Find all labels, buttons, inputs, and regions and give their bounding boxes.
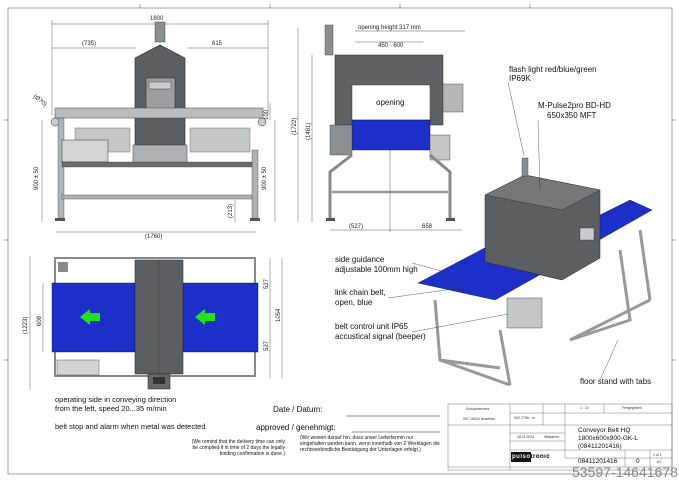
label-detector-size: 650x350 MFT	[547, 111, 597, 120]
dim-height-left: 900 ± 50	[34, 166, 40, 190]
date-label: Date / Datum:	[273, 405, 323, 414]
watermark: 53597-14641678	[572, 464, 678, 480]
title-block-grid	[447, 403, 673, 471]
note-belt-stop: belt stop and alarm when metal was detec…	[55, 422, 206, 431]
pulsotronic-logo: pulsotronic	[512, 454, 551, 460]
label-flash-ip: IP69K	[509, 74, 531, 83]
label-floor-stand: floor stand with tabs	[580, 377, 652, 386]
dim-total-width: (1223)	[23, 316, 29, 334]
dim-belt-width: 608	[37, 315, 43, 326]
opening-label: opening	[376, 98, 405, 107]
note-operating-side: operating side in conveying direction	[55, 395, 177, 404]
dim-frame-width: 1054	[276, 308, 282, 322]
dim-left-offset: (735)	[82, 41, 97, 47]
belt-right	[182, 282, 259, 353]
sheet-frame	[4, 4, 676, 475]
protection-value: ISO 16016 beachten	[463, 417, 496, 421]
protection-label: Schutzvermerk	[466, 407, 490, 411]
dim-crossbar-height: (213)	[228, 203, 234, 218]
direction-arrow-icon	[80, 309, 100, 325]
label-acoustic-signal: accustical signal (beeper)	[335, 332, 426, 341]
tolerance-value: ISO 2768 - m	[514, 416, 535, 420]
note-reminder-en: (We remind that the delivery time can on…	[191, 439, 285, 457]
dim-right-offset: 615	[212, 41, 223, 47]
approval-lines	[346, 415, 440, 433]
dim-foot-span: (1760)	[145, 234, 163, 240]
date-value: 18.11.2024	[517, 435, 535, 439]
isometric-view	[387, 81, 653, 387]
dim-half-lower: 527	[264, 340, 270, 351]
opening-height-label: opening height 317 mm	[358, 25, 421, 31]
label-side-guidance: side guidance	[335, 255, 385, 264]
dim-left-width: (527)	[349, 224, 364, 230]
dim-top-height: 100	[264, 109, 270, 120]
dim-height-right: 900 ± 50	[262, 166, 268, 190]
front-view	[41, 20, 276, 233]
dim-overall-length: 1800	[150, 16, 164, 22]
label-chain-belt: link chain belt,	[335, 288, 386, 297]
dim-half-upper: 527	[264, 278, 270, 289]
direction-arrow-icon	[195, 309, 215, 325]
label-chain-belt-type: open, blue	[335, 298, 373, 307]
revision: 0	[636, 458, 640, 465]
dim-head-height: (1481)	[306, 122, 312, 140]
note-speed: from the left, speed 20...35 m/min	[55, 404, 167, 413]
note-reminder-de: (Wir weisen darauf hin, dass unser Liefe…	[300, 435, 440, 453]
title-line-2: 1800x600x900-GK-L	[578, 435, 638, 442]
drawing-number: 08411201416	[578, 458, 618, 465]
label-control-unit: belt control unit IP65	[335, 322, 408, 331]
approved-label: approved / genehmigt:	[256, 423, 336, 432]
sheet-format: A2	[657, 460, 662, 464]
title-line-1: Conveyor Belt HQ	[578, 427, 631, 434]
sheet-number: 1 of 1	[653, 453, 662, 457]
status-value: Freigegeben	[622, 406, 642, 410]
label-flash-light: flash light red/blue/green	[509, 65, 597, 74]
dim-right-width: 658	[422, 224, 433, 230]
author-value: Willkamer	[544, 435, 560, 439]
label-side-guidance-height: adjustable 100mm high	[335, 265, 418, 274]
title-line-3: (08411201416)	[578, 443, 622, 450]
side-view	[297, 24, 465, 232]
scale-value: 1 : 10	[580, 406, 589, 410]
logo-dark-part	[511, 452, 531, 462]
label-detector: M-Pulse2pro BD-HD	[538, 101, 611, 110]
dim-width-range: 450 - 600	[378, 43, 404, 49]
top-view	[29, 256, 283, 390]
dim-total-height: (1722)	[292, 117, 298, 135]
